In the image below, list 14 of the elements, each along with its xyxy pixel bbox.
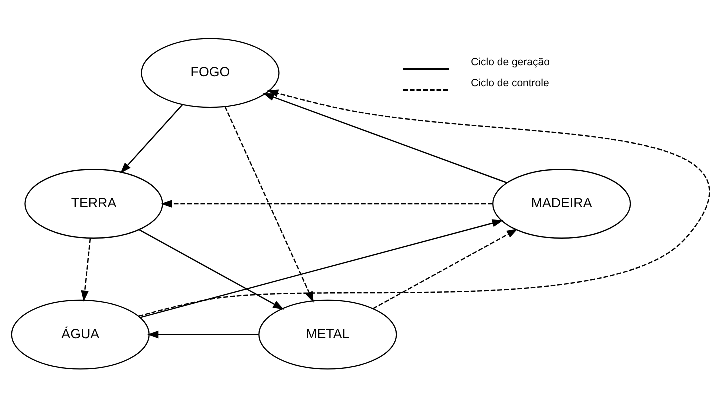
- node-ellipse: TERRA: [24, 168, 164, 238]
- node-ellipse: ÁGUA: [11, 299, 150, 370]
- arrow: [138, 89, 710, 316]
- legend-label: Ciclo de controle: [471, 76, 550, 89]
- arrow: [139, 228, 284, 310]
- arrow: [148, 330, 259, 338]
- arrow: [81, 238, 92, 302]
- arrow: [140, 219, 504, 318]
- arrow: [263, 93, 508, 184]
- arrow: [372, 228, 518, 309]
- legend-label: Ciclo de geração: [471, 56, 550, 68]
- arrow: [120, 104, 184, 174]
- arrow: [224, 106, 314, 302]
- arrow: [161, 200, 493, 208]
